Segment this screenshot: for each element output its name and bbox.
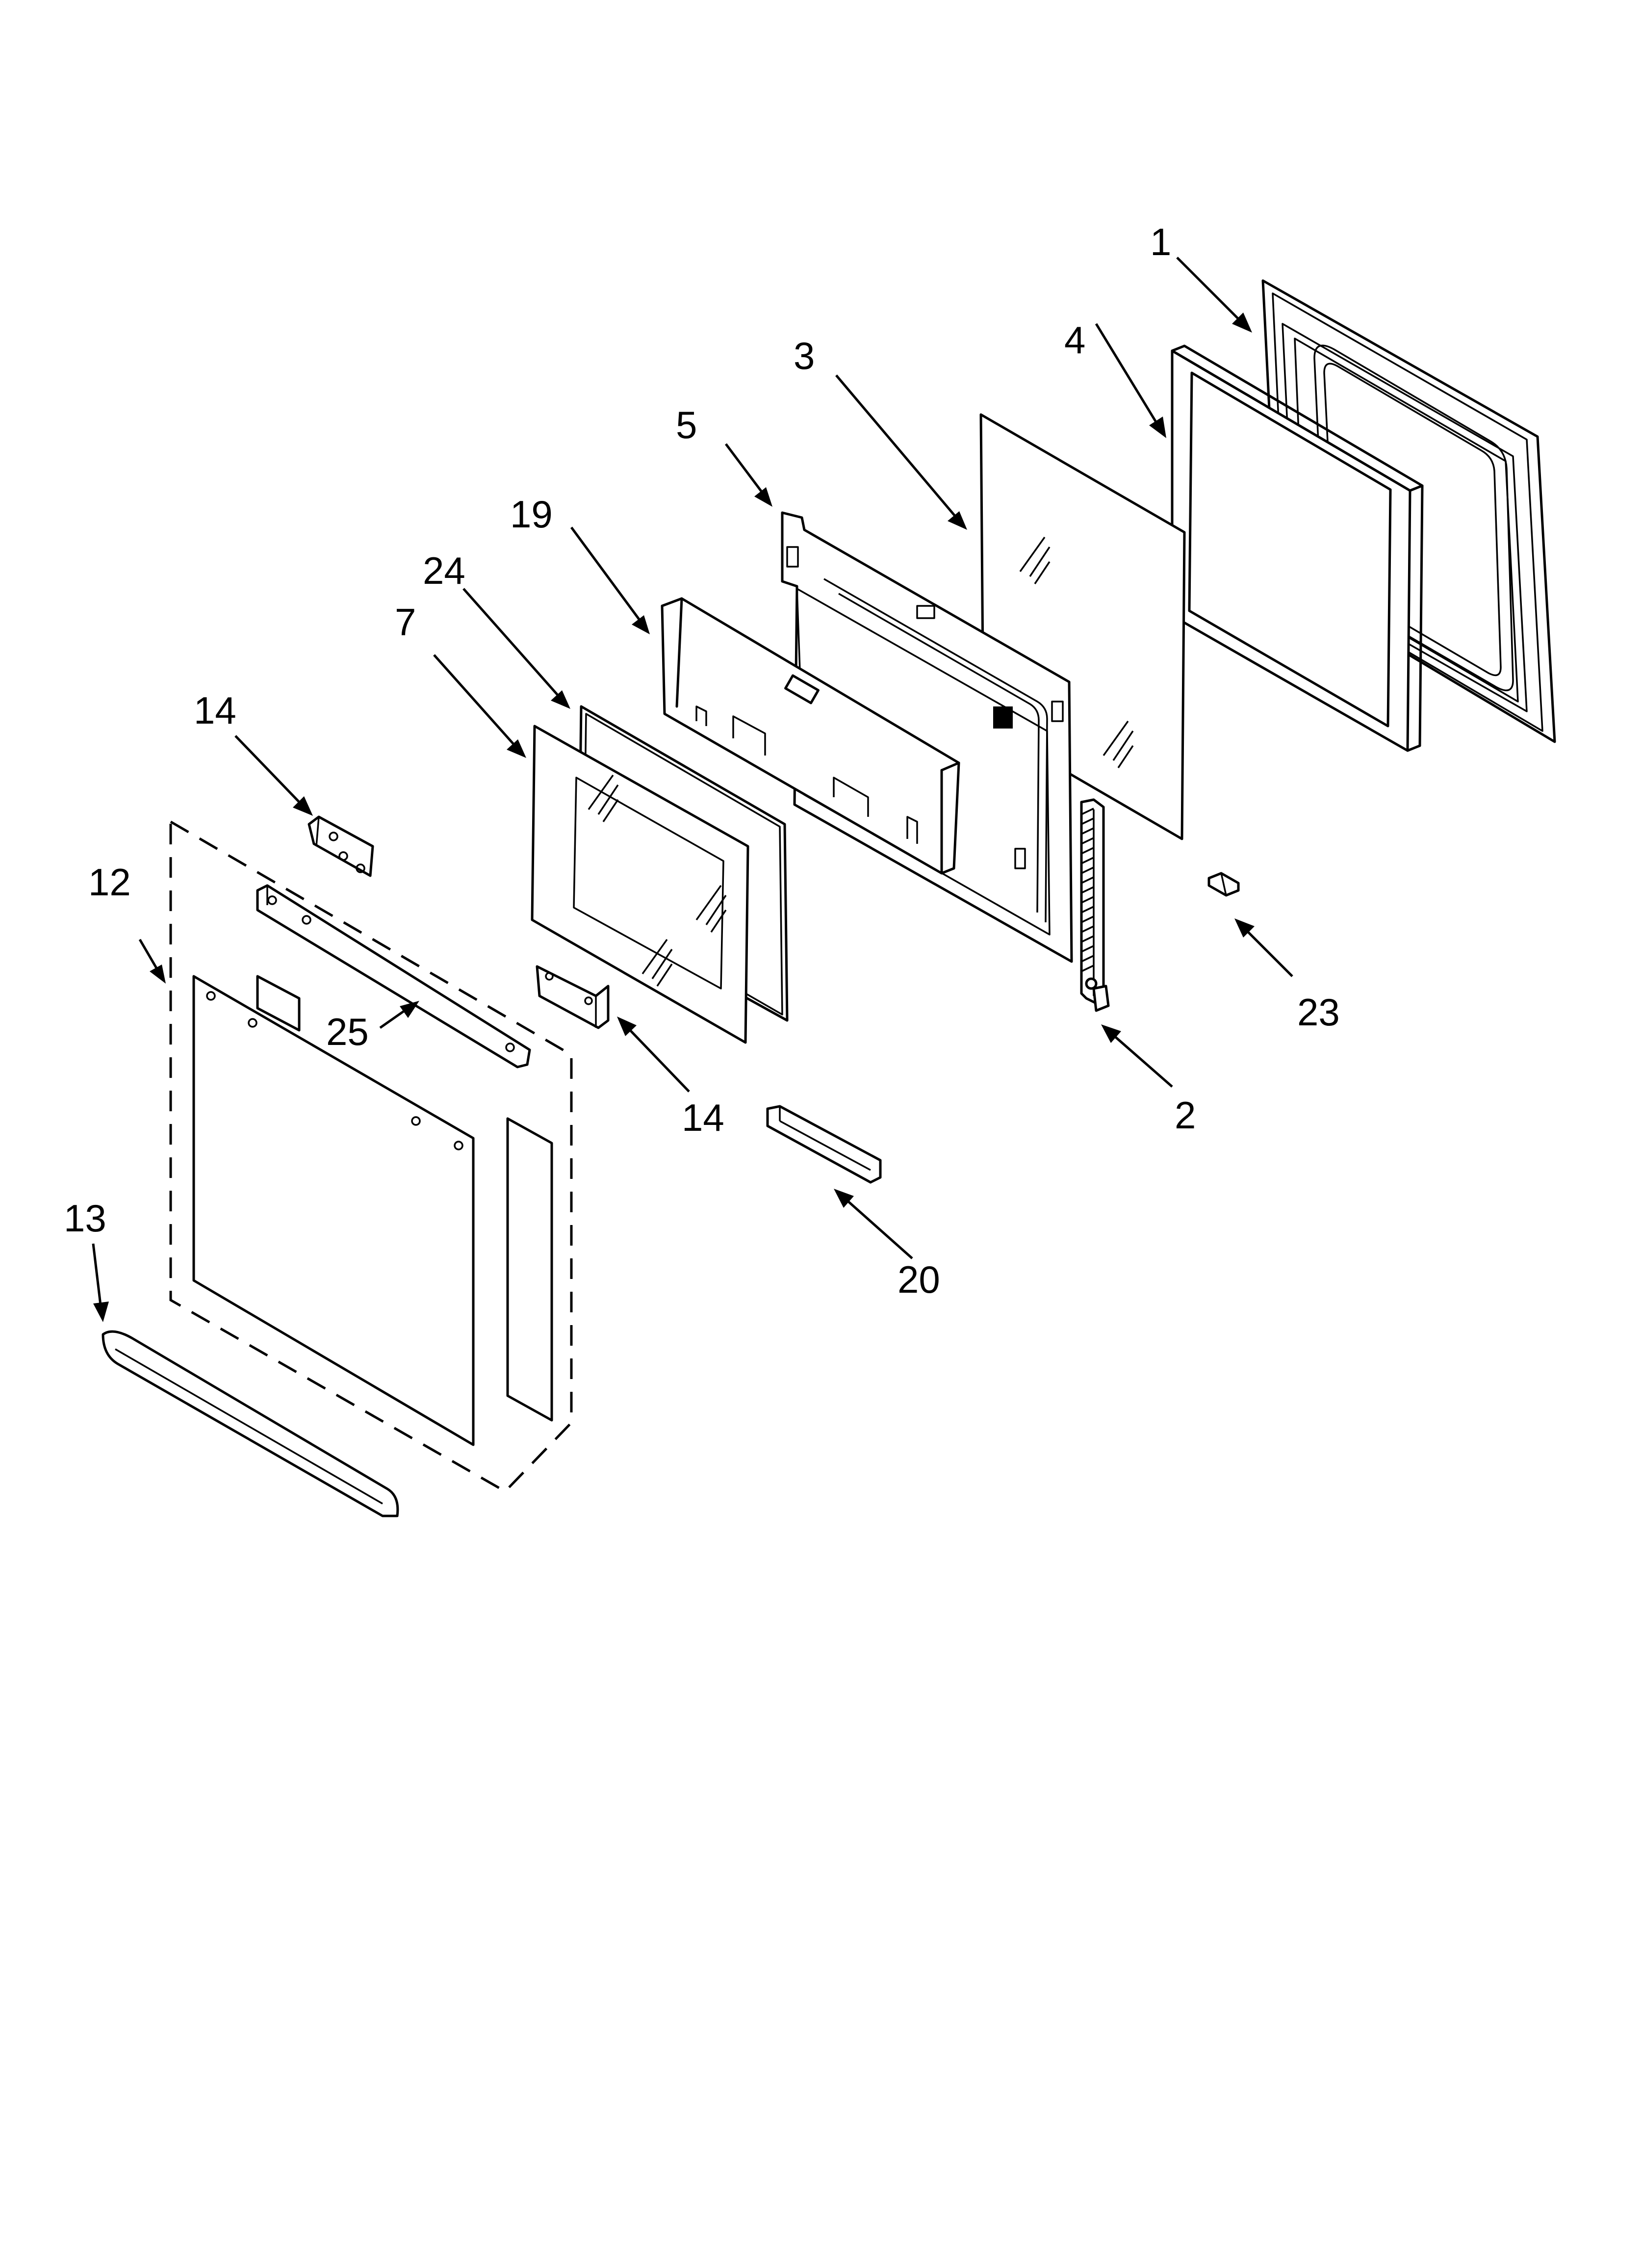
part-25-trim-strip	[256, 884, 531, 1069]
part-4-door-frame	[1171, 344, 1424, 752]
callout-7: 7	[395, 600, 416, 644]
callout-2: 2	[1175, 1094, 1196, 1137]
leader-lines	[92, 257, 1293, 1322]
callout-14-lower: 14	[682, 1096, 724, 1139]
callout-23: 23	[1297, 991, 1340, 1034]
callout-13: 13	[64, 1197, 106, 1240]
callout-14-upper: 14	[194, 689, 236, 732]
callout-19: 19	[510, 493, 553, 536]
part-12-outer-door-assembly	[169, 820, 573, 1493]
callout-5: 5	[676, 403, 697, 446]
part-19-heat-shield	[661, 597, 960, 875]
part-7-glass-pack	[531, 725, 749, 1044]
callout-1: 1	[1150, 220, 1171, 263]
part-14-lower-hinge-receptacle	[536, 965, 610, 1029]
part-2-hinge	[1080, 798, 1110, 1012]
callout-24: 24	[423, 549, 465, 592]
callout-25: 25	[326, 1010, 369, 1053]
callout-labels: 1 4 3 5 19 24 7 14 12 25 14 20 2 23 13	[64, 220, 1340, 1301]
callout-12: 12	[88, 860, 131, 904]
part-14-upper-hinge-receptacle	[308, 815, 374, 877]
callout-4: 4	[1064, 318, 1085, 362]
part-20-vent-trim	[766, 1105, 882, 1184]
part-23-clip	[1207, 872, 1240, 897]
part-13-handle-trim	[102, 1330, 399, 1517]
callout-3: 3	[794, 334, 815, 377]
callout-20: 20	[898, 1258, 940, 1301]
